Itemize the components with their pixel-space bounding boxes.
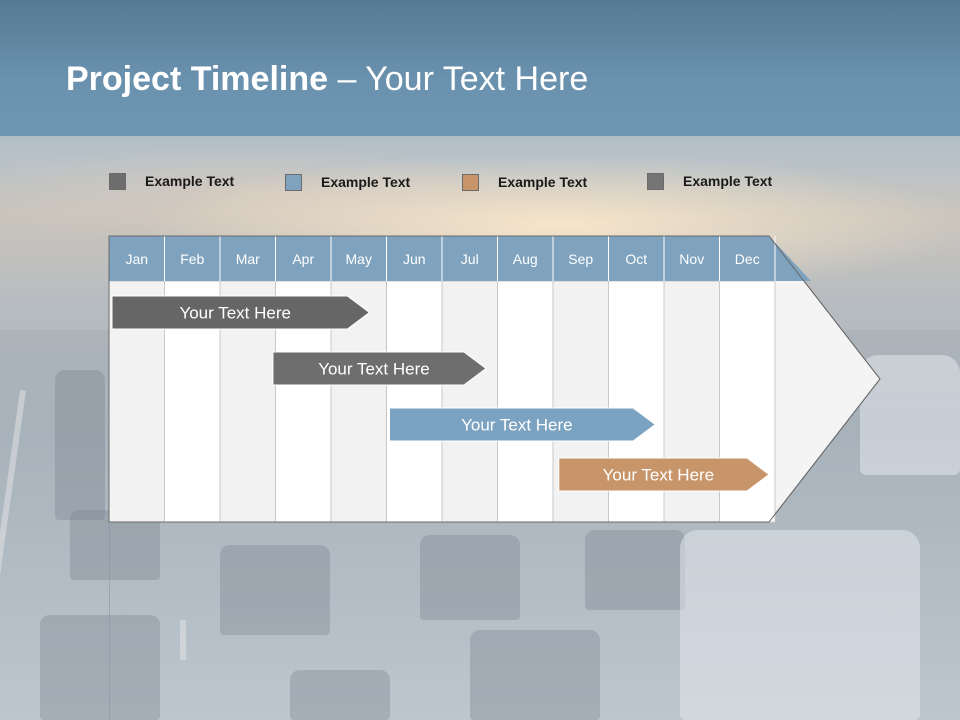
title-bold: Project Timeline [66, 60, 329, 98]
legend-swatch-4 [647, 172, 664, 190]
car-shape [40, 615, 160, 720]
lane-marking [180, 620, 186, 660]
car-shape [220, 545, 330, 635]
month-label-feb: Feb [180, 251, 204, 267]
month-label-jan: Jan [125, 251, 148, 267]
task-label-4: Your Text Here [603, 466, 715, 485]
page-title: Project Timeline – Your Text Here [66, 60, 588, 99]
task-label-1: Your Text Here [179, 304, 291, 323]
month-header-band [109, 236, 811, 281]
month-label-oct: Oct [625, 251, 647, 267]
title-rest: – Your Text Here [328, 60, 589, 98]
month-label-may: May [346, 251, 372, 267]
month-label-jul: Jul [461, 251, 479, 267]
legend-item-3: Example Text [462, 172, 587, 192]
month-label-aug: Aug [513, 251, 538, 267]
car-shape [470, 630, 600, 720]
legend-item-2: Example Text [285, 172, 410, 192]
car-shape [585, 530, 685, 610]
timeline-arrow-outline [108, 235, 881, 523]
month-label-dec: Dec [735, 251, 760, 267]
month-column-jun [386, 280, 443, 523]
legend-swatch-3 [462, 173, 479, 191]
month-label-nov: Nov [679, 251, 704, 267]
task-bar-4 [558, 457, 770, 492]
month-column-jul [441, 280, 498, 523]
legend-swatch-2 [285, 173, 302, 191]
legend-label-1: Example Text [145, 173, 235, 189]
task-bar-3 [389, 407, 657, 442]
task-label-2: Your Text Here [318, 360, 430, 379]
month-label-mar: Mar [236, 251, 260, 267]
legend-item-4: Example Text [647, 171, 772, 191]
month-column-aug [497, 280, 554, 523]
month-label-apr: Apr [292, 251, 314, 267]
car-shape [420, 535, 520, 620]
month-label-jun: Jun [403, 251, 426, 267]
van-shape [680, 530, 920, 720]
car-shape [55, 370, 105, 520]
task-bar-2 [272, 351, 487, 386]
legend-label-2: Example Text [321, 174, 411, 190]
guide-line [109, 520, 110, 720]
legend-label-3: Example Text [498, 174, 588, 190]
car-shape [290, 670, 390, 720]
header-band: Project Timeline – Your Text Here [0, 0, 960, 136]
legend-label-4: Example Text [683, 173, 773, 189]
task-label-3: Your Text Here [461, 416, 573, 435]
legend-item-1: Example Text [109, 171, 234, 191]
legend-swatch-1 [109, 172, 126, 190]
task-bar-1 [111, 295, 371, 330]
month-label-sep: Sep [568, 251, 593, 267]
